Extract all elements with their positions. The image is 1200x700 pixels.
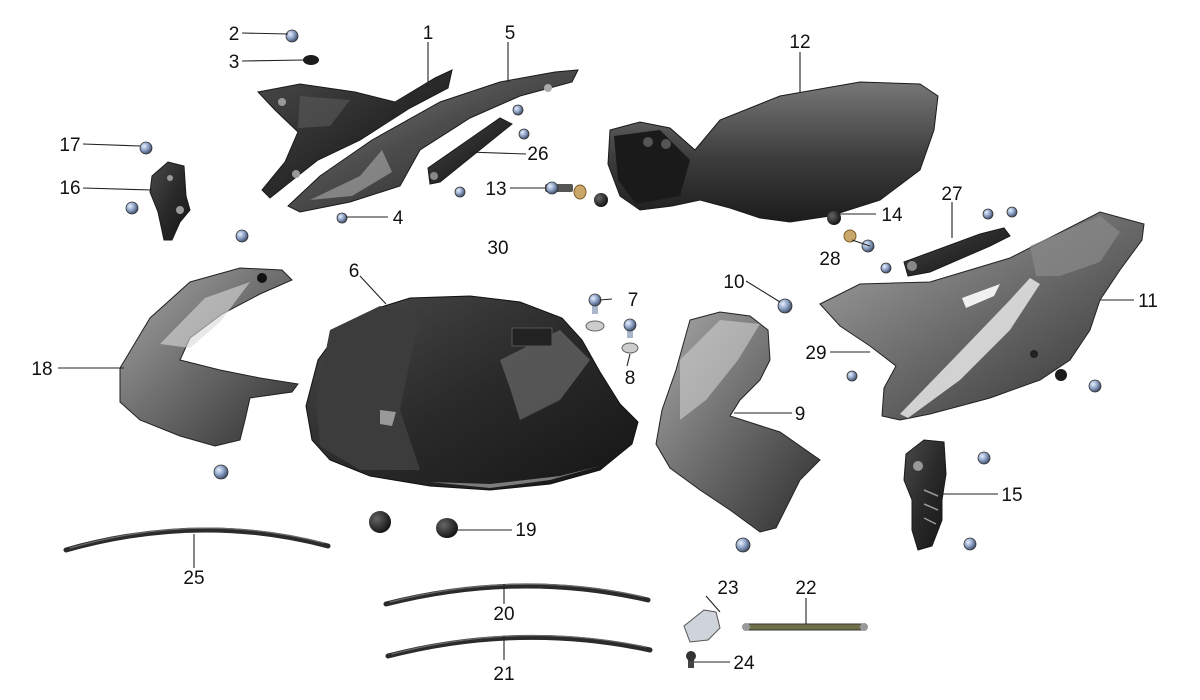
callout-17: 17 — [59, 135, 80, 156]
callout-21: 21 — [493, 664, 514, 685]
callout-7: 7 — [628, 290, 639, 311]
part-11-29-right-side-panel — [819, 211, 1145, 421]
seat-hardware — [545, 181, 892, 274]
callout-5: 5 — [505, 23, 516, 44]
callout-8: 8 — [625, 368, 636, 389]
callout-24: 24 — [733, 653, 755, 674]
part-18-front-cowl — [119, 267, 299, 480]
callout-27: 27 — [941, 184, 962, 205]
callout-13: 13 — [485, 179, 506, 200]
part-9-side-cover — [655, 311, 821, 553]
callout-18: 18 — [31, 359, 52, 380]
callout-26: 26 — [527, 144, 548, 165]
part-12-seat — [607, 81, 939, 223]
part-26-bracket — [427, 117, 513, 185]
callout-12: 12 — [789, 32, 810, 53]
callout-3: 3 — [229, 52, 240, 73]
part-16-bracket — [149, 161, 191, 241]
callout-4: 4 — [393, 208, 404, 229]
callout-30: 30 — [487, 238, 508, 259]
callout-23: 23 — [717, 578, 738, 599]
callout-10: 10 — [723, 272, 744, 293]
leader-lines — [58, 32, 1134, 663]
part-15-bracket — [903, 439, 991, 551]
callout-14: 14 — [881, 205, 903, 226]
callout-1: 1 — [423, 23, 434, 44]
callout-16: 16 — [59, 178, 80, 199]
callout-29: 29 — [805, 343, 826, 364]
callout-25: 25 — [183, 568, 204, 589]
callout-15: 15 — [1001, 485, 1022, 506]
hoses — [63, 527, 653, 659]
callout-labels: 1 2 3 4 5 6 7 8 9 10 11 12 13 14 15 16 1… — [31, 23, 1157, 685]
callout-22: 22 — [795, 578, 816, 599]
part-19-dampers — [369, 511, 458, 538]
part-6-fuel-tank — [305, 295, 639, 491]
part-5-trim-strip — [287, 69, 579, 213]
callout-9: 9 — [795, 404, 806, 425]
callout-2: 2 — [229, 24, 240, 45]
part-27-bracket — [903, 206, 1018, 277]
callout-11: 11 — [1138, 291, 1158, 312]
callout-20: 20 — [493, 604, 514, 625]
callout-19: 19 — [515, 520, 536, 541]
callout-6: 6 — [349, 261, 360, 282]
part-1-side-panel — [257, 69, 453, 199]
parts-22-24 — [683, 609, 868, 668]
callout-28: 28 — [819, 249, 840, 270]
bolts-group-a — [125, 29, 530, 243]
parts-7-8-bolts — [585, 293, 793, 354]
